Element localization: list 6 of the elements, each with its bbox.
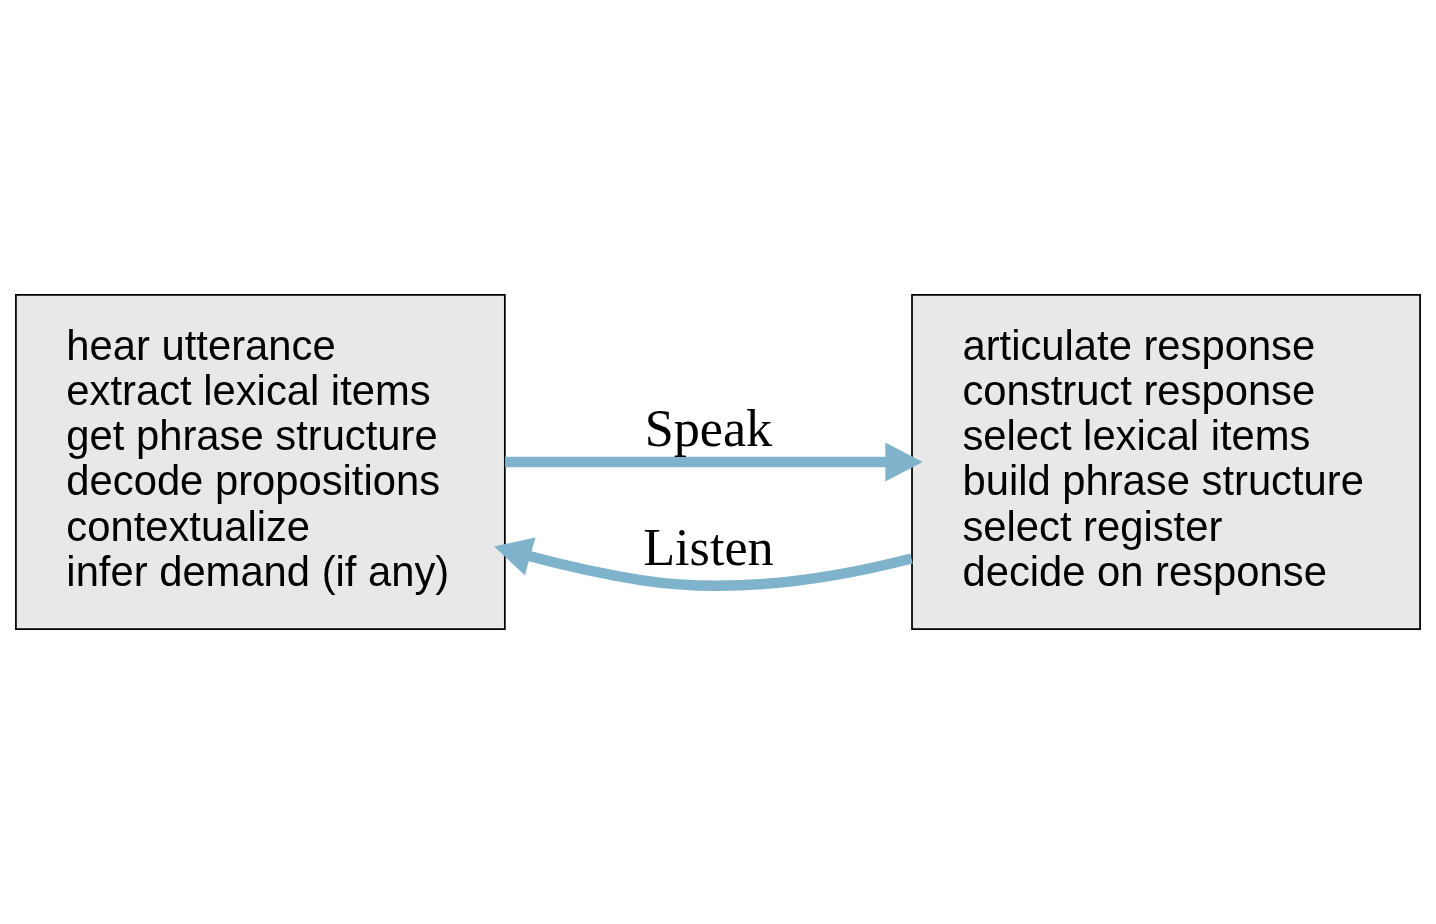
arrow: [494, 537, 913, 591]
node-box: articulate response construct response select lexical items build phrase structure select register decide on response: [911, 294, 1421, 630]
edge-label: Speak: [644, 399, 773, 458]
node-box: hear utterance extract lexical items get phrase structure decode propositions contextualize infer demand (if any): [15, 294, 506, 630]
edge-label: Listen: [643, 517, 774, 576]
arrow: [505, 442, 923, 482]
